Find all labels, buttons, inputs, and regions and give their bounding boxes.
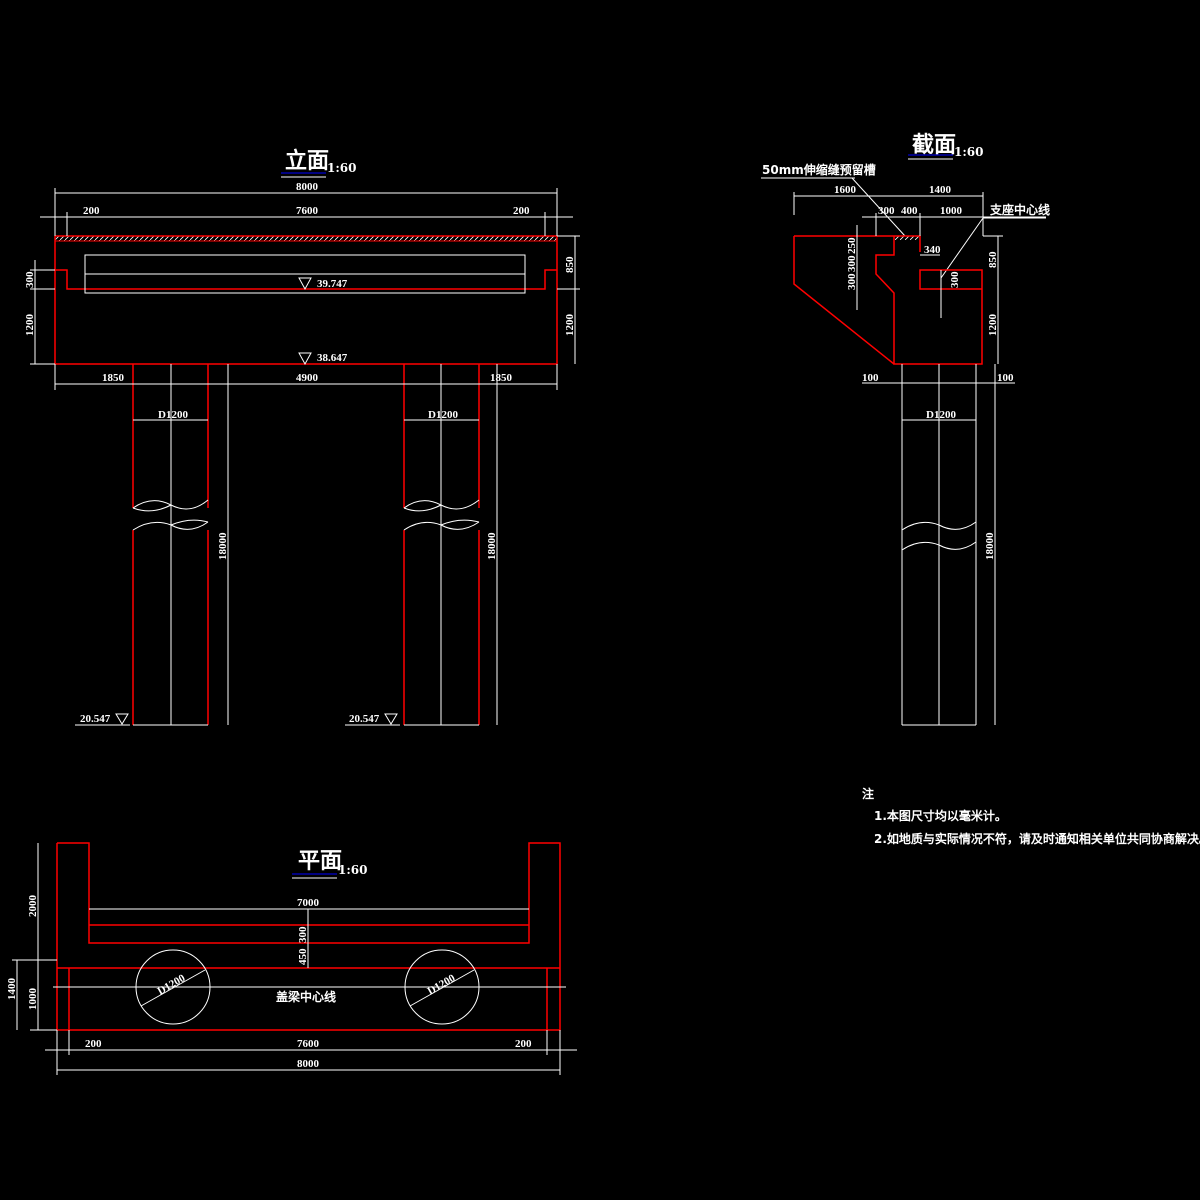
dim-bottom-left: 100 [862, 372, 879, 384]
section-column [901, 364, 977, 726]
dim-col-height-right: 18000 [486, 532, 498, 560]
dim-h1400: 1400 [6, 978, 18, 1001]
dim-h2000: 2000 [27, 895, 39, 918]
elevation-dimension-lines [30, 188, 580, 726]
dim-right-edge: 200 [513, 205, 530, 217]
plan-outline [56, 842, 561, 1031]
level-top: 39.747 [317, 278, 348, 290]
dim-v300b: 300 [846, 273, 858, 290]
groove-label: 50mm伸缩缝预留槽 [762, 162, 876, 177]
plan-title: 平面 [298, 848, 342, 874]
bearing-centerline-label: 支座中心线 [989, 202, 1050, 217]
dim-bottom-right: 100 [997, 372, 1014, 384]
pile-circle-left [135, 949, 211, 1025]
elevation-title: 立面 [285, 148, 329, 174]
dim-center-span: 4900 [296, 372, 319, 384]
elevation-scale: 1:60 [327, 161, 356, 175]
notes-heading: 注 [862, 786, 874, 801]
dim-right-width: 1400 [929, 184, 952, 196]
dim-pile-right: D1200 [426, 972, 458, 998]
dim-left-edge: 200 [85, 1038, 102, 1050]
column-right [403, 364, 480, 726]
dim-col-dia-right: D1200 [428, 409, 458, 421]
cap-beam-step [55, 269, 557, 290]
level-base-right: 20.547 [349, 713, 380, 725]
dim-middle: 7600 [296, 205, 319, 217]
dim-total: 8000 [297, 1058, 320, 1070]
level-triangle-icon [115, 713, 129, 725]
dim-right-edge: 200 [515, 1038, 532, 1050]
dim-col-dia-left: D1200 [158, 409, 188, 421]
plan-view: 平面 1:60 D1200 D1200 盖梁中心线 7000 300 450 2… [6, 842, 577, 1075]
dim-col-dia: D1200 [926, 409, 956, 421]
dim-v300a: 300 [846, 255, 858, 272]
column-left [132, 364, 209, 726]
dim-v300c: 300 [949, 271, 961, 288]
dim-v850: 850 [987, 251, 999, 268]
dim-340: 340 [924, 244, 941, 256]
centerline-label: 盖梁中心线 [276, 989, 336, 1004]
section-view: 截面 1:60 50mm伸缩缝预留槽 支座中心线 1600 1400 [761, 132, 1050, 726]
dim-300: 300 [297, 926, 309, 943]
elevation-view: 立面 1:60 [24, 148, 580, 726]
plan-scale: 1:60 [338, 863, 367, 877]
dim-v1200: 1200 [987, 314, 999, 337]
dim-h1000: 1000 [27, 988, 39, 1011]
level-base-left: 20.547 [80, 713, 111, 725]
dim-right-top: 850 [564, 256, 576, 273]
dim-left-edge: 200 [83, 205, 100, 217]
dim-400: 400 [901, 205, 918, 217]
dim-right-span: 1850 [490, 372, 513, 384]
level-triangle-icon [298, 352, 312, 366]
note-item: 1.本图尺寸均以毫米计。 [874, 808, 1007, 823]
dim-col-height-left: 18000 [217, 532, 229, 560]
dim-total: 8000 [296, 181, 319, 193]
notes: 注 1.本图尺寸均以毫米计。 2.如地质与实际情况不符，请及时通知相关单位共同协… [862, 786, 1200, 846]
dim-v250: 250 [846, 237, 858, 254]
level-triangle-icon [298, 277, 312, 291]
section-scale: 1:60 [954, 145, 983, 159]
dim-left-span: 1850 [102, 372, 125, 384]
plan-dimension-lines [12, 843, 577, 1075]
level-triangle-icon [384, 713, 398, 725]
dim-450: 450 [297, 948, 309, 965]
dim-300: 300 [878, 205, 895, 217]
pile-circle-right [404, 949, 480, 1025]
dim-inner: 7000 [297, 897, 320, 909]
section-dimension-lines [793, 192, 1046, 725]
dim-left-bottom: 1200 [24, 314, 36, 337]
dim-pile-left: D1200 [156, 972, 188, 998]
note-item: 2.如地质与实际情况不符，请及时通知相关单位共同协商解决。 [874, 831, 1200, 846]
dim-left-width: 1600 [834, 184, 857, 196]
dim-right-bottom: 1200 [564, 314, 576, 337]
dim-col-height: 18000 [984, 532, 996, 560]
dim-1000: 1000 [940, 205, 963, 217]
dim-left-top: 300 [24, 271, 36, 288]
level-bottom: 38.647 [317, 352, 348, 364]
section-title: 截面 [912, 132, 956, 158]
dim-middle: 7600 [297, 1038, 320, 1050]
